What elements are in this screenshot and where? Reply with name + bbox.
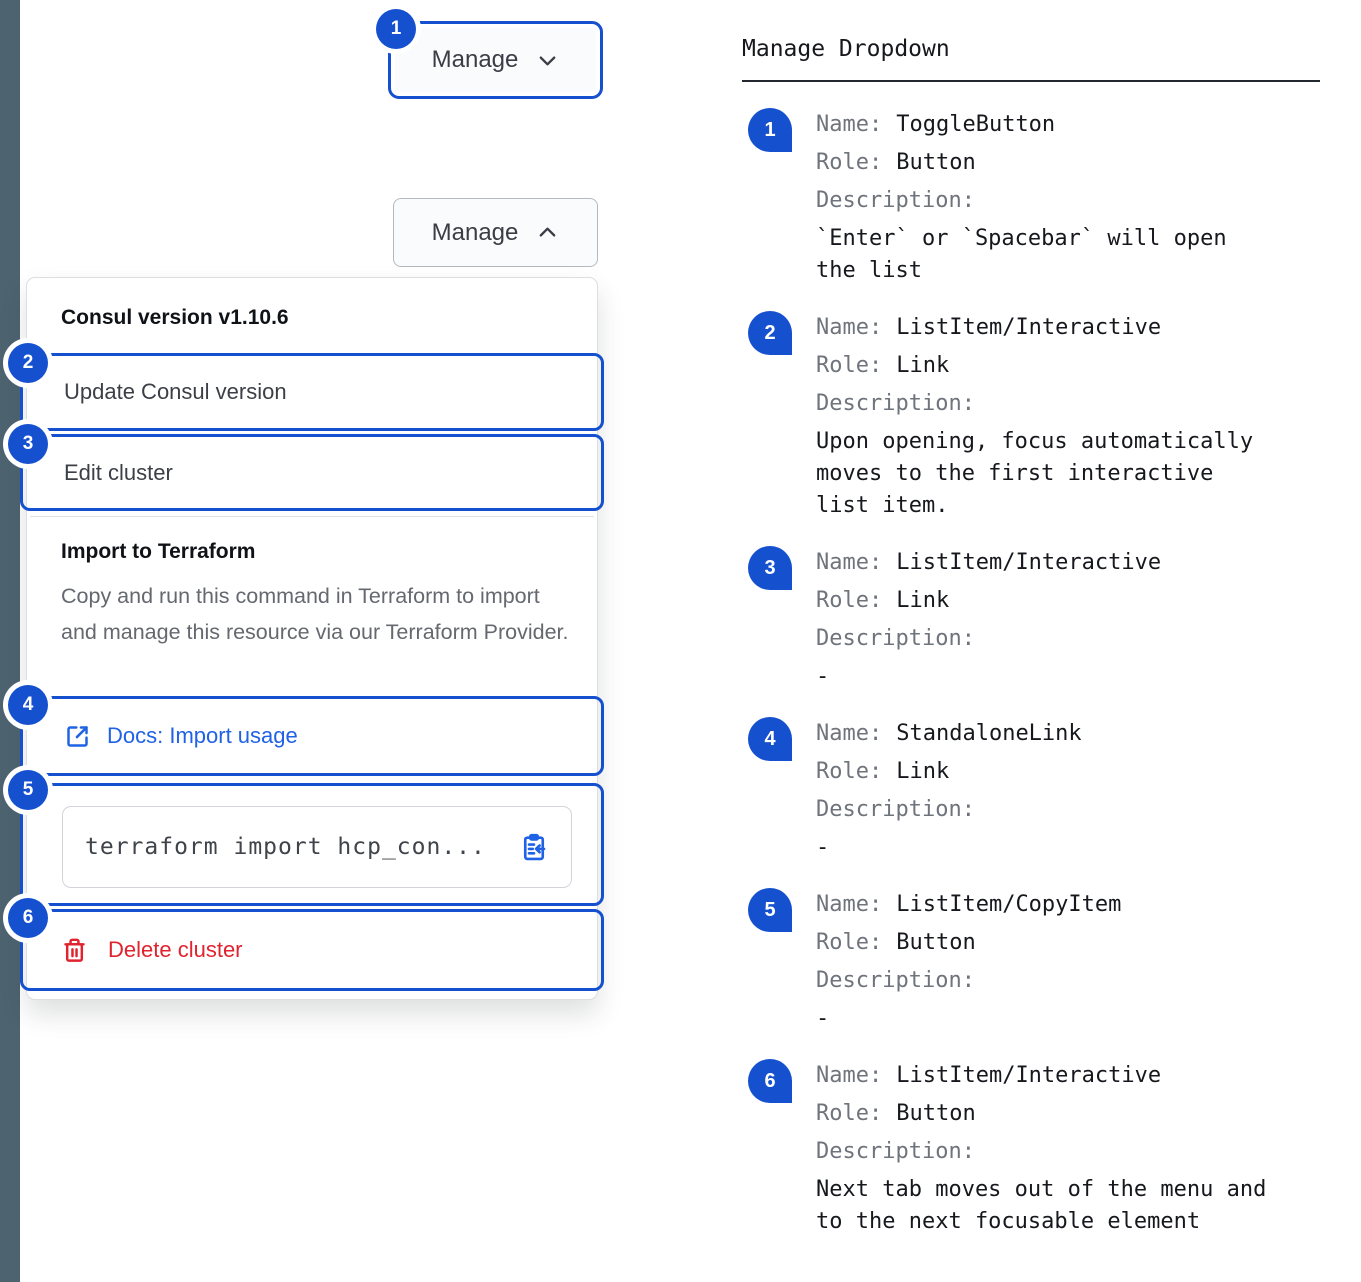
role-label: Role: bbox=[816, 353, 883, 378]
terraform-command-code-box[interactable]: terraform import hcp_con... bbox=[62, 806, 572, 888]
description-label: Description: bbox=[816, 626, 975, 651]
copy-snippet-button[interactable] bbox=[519, 832, 549, 862]
annotations-list: 1 Name: ToggleButton Role: Button Descript… bbox=[742, 106, 1320, 1238]
role-label: Role: bbox=[816, 150, 883, 175]
annotation-entry-badge: 1 bbox=[748, 108, 792, 152]
component-role: Button bbox=[896, 1101, 976, 1126]
description-label: Description: bbox=[816, 797, 975, 822]
annotation-entry-4: 4 Name: StandaloneLink Role: Link Descript… bbox=[742, 715, 1320, 864]
component-description: Upon opening, focus automatically moves … bbox=[816, 429, 1254, 518]
annotation-marker-1: 1 bbox=[376, 9, 416, 49]
annotation-entry-badge: 4 bbox=[748, 717, 792, 761]
component-name: ListItem/Interactive bbox=[896, 315, 1162, 340]
dropdown-item-delete-cluster[interactable]: Delete cluster bbox=[20, 909, 604, 991]
chevron-up-icon bbox=[536, 221, 559, 244]
consul-version-header: Consul version v1.10.6 bbox=[61, 306, 289, 329]
name-label: Name: bbox=[816, 550, 883, 575]
component-name: ToggleButton bbox=[896, 112, 1056, 137]
annotation-entry-badge: 5 bbox=[748, 888, 792, 932]
clipboard-copy-icon bbox=[519, 832, 549, 862]
manage-toggle-label: Manage bbox=[431, 46, 519, 73]
annotation-marker-2: 2 bbox=[8, 343, 48, 383]
dropdown-item-update-consul-version[interactable]: Update Consul version bbox=[20, 353, 604, 431]
name-label: Name: bbox=[816, 315, 883, 340]
role-label: Role: bbox=[816, 1101, 883, 1126]
component-description: - bbox=[816, 664, 830, 689]
component-name: ListItem/Interactive bbox=[896, 550, 1162, 575]
component-description: `Enter` or `Spacebar` will open the list bbox=[816, 226, 1227, 283]
external-link-icon bbox=[64, 723, 91, 750]
update-consul-version-label: Update Consul version bbox=[64, 379, 287, 404]
component-description: Next tab moves out of the menu and to th… bbox=[816, 1177, 1267, 1234]
manage-toggle-focus-ring: Manage bbox=[388, 21, 603, 99]
dropdown-item-edit-cluster[interactable]: Edit cluster bbox=[20, 434, 604, 511]
annotation-entry-badge: 2 bbox=[748, 311, 792, 355]
docs-import-usage-link[interactable]: Docs: Import usage bbox=[107, 723, 298, 748]
annotations-column: Manage Dropdown 1 Name: ToggleButton Role… bbox=[742, 36, 1320, 1260]
dropdown-divider bbox=[30, 516, 594, 517]
component-name: StandaloneLink bbox=[896, 721, 1082, 746]
annotation-entry-badge: 6 bbox=[748, 1059, 792, 1103]
role-label: Role: bbox=[816, 930, 883, 955]
component-role: Link bbox=[896, 588, 950, 613]
terraform-command-text: terraform import hcp_con... bbox=[85, 834, 486, 860]
manage-expanded-label: Manage bbox=[431, 218, 519, 246]
role-label: Role: bbox=[816, 588, 883, 613]
name-label: Name: bbox=[816, 1063, 883, 1088]
component-role: Link bbox=[896, 759, 950, 784]
annotation-entry-6: 6 Name:ListItem/Interactive Role:Button … bbox=[742, 1057, 1320, 1238]
import-to-terraform-description: Copy and run this command in Terraform t… bbox=[61, 584, 569, 644]
annotations-title: Manage Dropdown bbox=[742, 36, 950, 62]
annotation-entry-3: 3 Name: ListItem/Interactive Role: Link De… bbox=[742, 544, 1320, 693]
annotation-marker-3: 3 bbox=[8, 424, 48, 464]
page-left-rail bbox=[0, 0, 20, 1282]
annotation-entry-2: 2 Name: ListItem/Interactive Role: Link De… bbox=[742, 309, 1320, 522]
component-role: Link bbox=[896, 353, 950, 378]
annotation-entry-badge: 3 bbox=[748, 546, 792, 590]
annotation-marker-6: 6 bbox=[8, 898, 48, 938]
name-label: Name: bbox=[816, 892, 883, 917]
manage-dropdown-panel: Consul version v1.10.6 Update Consul ver… bbox=[20, 277, 604, 1000]
name-label: Name: bbox=[816, 112, 883, 137]
description-label: Description: bbox=[816, 391, 975, 416]
component-role: Button bbox=[896, 150, 976, 175]
component-role: Button bbox=[896, 930, 976, 955]
annotation-marker-4: 4 bbox=[8, 685, 48, 725]
component-description: - bbox=[816, 1006, 830, 1031]
import-to-terraform-title: Import to Terraform bbox=[61, 540, 256, 563]
annotation-marker-5: 5 bbox=[8, 770, 48, 810]
component-name: ListItem/Interactive bbox=[896, 1063, 1162, 1088]
role-label: Role: bbox=[816, 759, 883, 784]
description-label: Description: bbox=[816, 968, 975, 993]
manage-toggle-button[interactable]: Manage bbox=[395, 28, 596, 92]
annotations-title-rule bbox=[742, 80, 1320, 82]
description-label: Description: bbox=[816, 188, 975, 213]
component-name: ListItem/CopyItem bbox=[896, 892, 1122, 917]
dropdown-item-docs-import-usage[interactable]: Docs: Import usage bbox=[20, 696, 604, 776]
edit-cluster-label: Edit cluster bbox=[64, 459, 173, 485]
dropdown-item-copy-snippet[interactable]: terraform import hcp_con... bbox=[20, 783, 604, 906]
manage-expanded-button[interactable]: Manage bbox=[393, 198, 598, 267]
delete-cluster-label: Delete cluster bbox=[108, 937, 243, 962]
chevron-down-icon bbox=[536, 49, 559, 72]
description-label: Description: bbox=[816, 1139, 975, 1164]
name-label: Name: bbox=[816, 721, 883, 746]
annotation-entry-5: 5 Name: ListItem/CopyItem Role: Button Des… bbox=[742, 886, 1320, 1035]
annotation-entry-1: 1 Name: ToggleButton Role: Button Descript… bbox=[742, 106, 1320, 287]
trash-icon bbox=[61, 937, 88, 964]
component-description: - bbox=[816, 835, 830, 860]
